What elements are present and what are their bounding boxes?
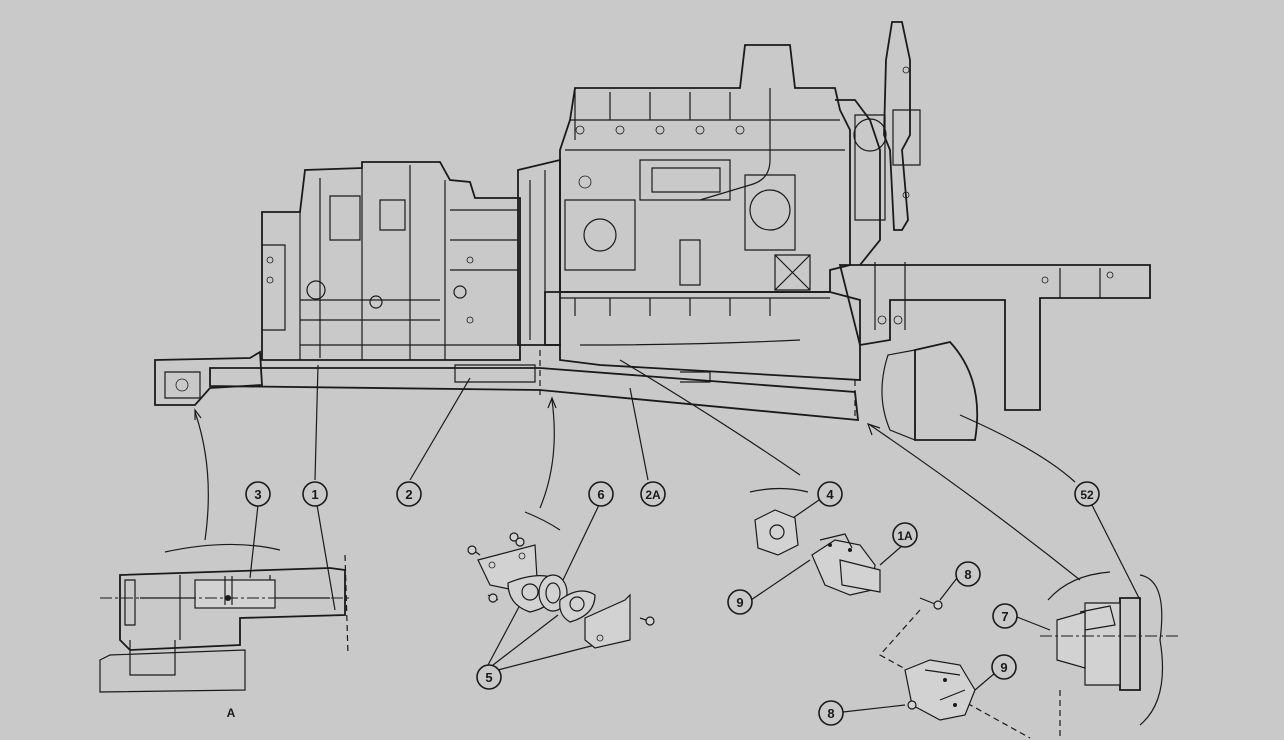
svg-text:8: 8 [964, 567, 971, 582]
leader-lines [164, 359, 1141, 713]
svg-text:2A: 2A [645, 488, 661, 502]
svg-text:4: 4 [826, 487, 834, 502]
engine-transmission-assembly [154, 21, 1151, 441]
callout-8-lower: 8 [818, 700, 844, 726]
callout-5: 5 [476, 664, 502, 690]
svg-text:9: 9 [736, 595, 743, 610]
callout-8-upper: 8 [955, 561, 981, 587]
svg-text:1: 1 [311, 487, 318, 502]
callout-9-left: 9 [727, 589, 753, 615]
svg-text:2: 2 [405, 487, 412, 502]
callout-52: 52 [1074, 481, 1100, 507]
svg-text:52: 52 [1080, 488, 1094, 502]
callout-1: 1 [302, 481, 328, 507]
svg-text:7: 7 [1001, 609, 1008, 624]
callout-7: 7 [992, 603, 1018, 629]
mount-plate-parts [467, 532, 655, 649]
svg-text:5: 5 [485, 670, 492, 685]
callout-2: 2 [396, 481, 422, 507]
svg-text:3: 3 [254, 487, 261, 502]
svg-text:6: 6 [597, 487, 604, 502]
svg-text:8: 8 [827, 706, 834, 721]
svg-text:9: 9 [1000, 660, 1007, 675]
callout-2A: 2A [640, 481, 666, 507]
front-mount-parts [754, 509, 1031, 739]
detail-a-label: A [227, 706, 236, 720]
callout-1A: 1A [892, 522, 918, 548]
callout-4: 4 [817, 481, 843, 507]
bell-housing-parts [1040, 574, 1180, 738]
callout-6: 6 [588, 481, 614, 507]
callout-3: 3 [245, 481, 271, 507]
detail-a-view [99, 554, 350, 693]
callout-9-right: 9 [991, 654, 1017, 680]
svg-text:1A: 1A [897, 529, 913, 543]
